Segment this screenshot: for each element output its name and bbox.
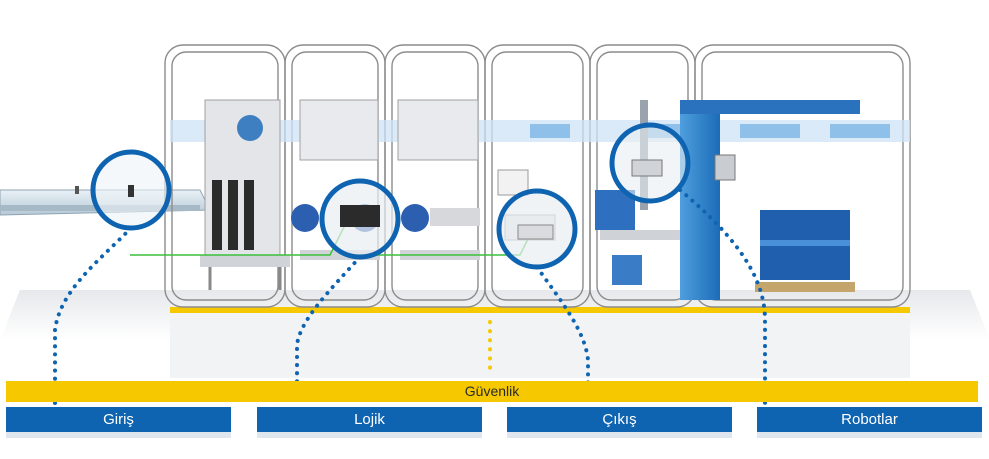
category-robotlar: Robotlar bbox=[757, 407, 982, 432]
robot-icon bbox=[631, 159, 663, 177]
category-giris: Giriş bbox=[6, 407, 231, 432]
filler-module bbox=[200, 99, 290, 290]
sensor-icon bbox=[128, 185, 134, 197]
palletizing-robot bbox=[680, 100, 860, 300]
callout-lojik bbox=[319, 178, 401, 260]
category-shadow bbox=[507, 432, 732, 438]
category-shadow bbox=[757, 432, 982, 438]
callout-cikis bbox=[496, 188, 578, 270]
category-shadow bbox=[257, 432, 482, 438]
controller-icon bbox=[340, 205, 380, 227]
callout-giris bbox=[90, 149, 172, 231]
labeler-module-2 bbox=[397, 99, 480, 260]
category-cikis: Çıkış bbox=[507, 407, 732, 432]
category-lojik: Lojik bbox=[257, 407, 482, 432]
floor-shadow bbox=[0, 290, 989, 378]
leader-lines bbox=[53, 188, 767, 407]
callout-robotlar bbox=[609, 122, 691, 204]
safety-band: Güvenlik bbox=[6, 381, 978, 402]
valve-icon bbox=[517, 224, 554, 240]
category-shadow bbox=[6, 432, 231, 438]
hmi-data-band bbox=[170, 120, 910, 142]
safety-floor-line bbox=[170, 307, 910, 313]
